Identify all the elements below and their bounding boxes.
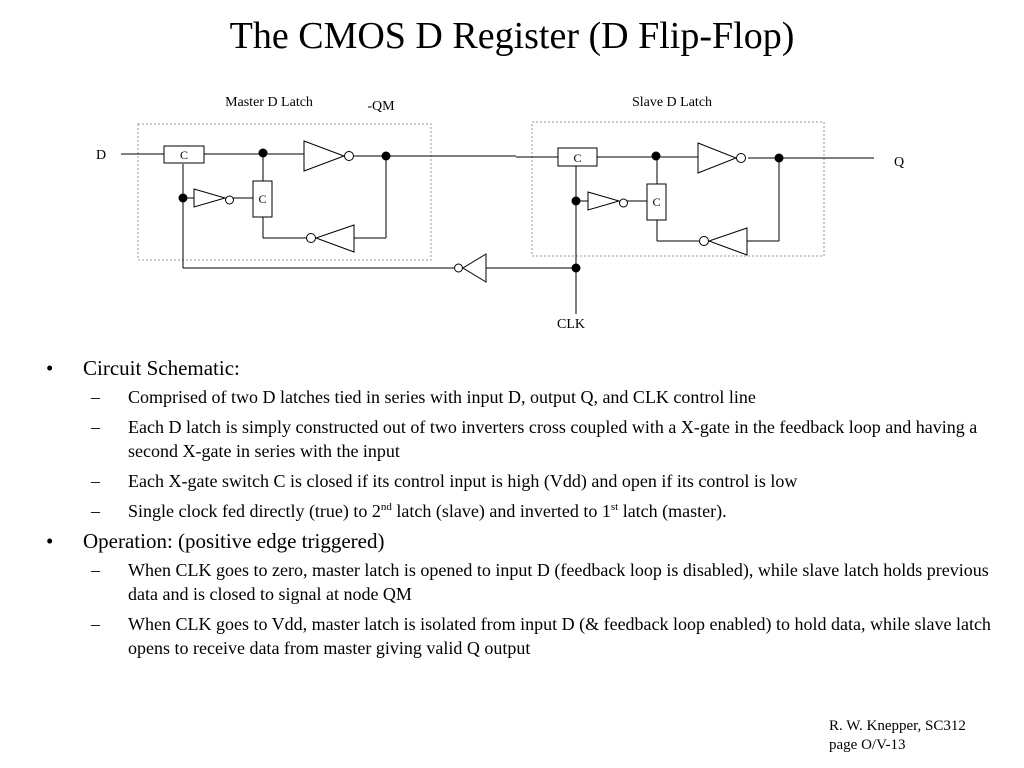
master-latch-box	[137, 123, 432, 261]
slave-clk-inverter	[587, 191, 621, 211]
slave-latch-label: Slave D Latch	[632, 95, 712, 110]
junction-slave-clk	[571, 196, 581, 206]
master-feedback-xgate	[252, 180, 273, 218]
sub-bullet-list: When CLK goes to zero, master latch is o…	[83, 558, 1018, 660]
sub-bullet: Each D latch is simply constructed out o…	[83, 415, 1018, 463]
master-feedback-inverter	[314, 224, 355, 253]
footer-page: page O/V-13	[829, 737, 906, 753]
slave-feedback-xgate	[646, 183, 667, 221]
sub-bullet: When CLK goes to zero, master latch is o…	[83, 558, 1018, 606]
slave-feedback-inverter-bubble	[699, 236, 709, 246]
slave-wires	[575, 156, 874, 314]
bullet-list: Circuit Schematic: Comprised of two D la…	[46, 356, 1018, 666]
flip-flop-schematic: Master D Latch Slave D Latch -QM D Q CLK…	[96, 95, 904, 332]
master-forward-inverter-bubble	[344, 151, 354, 161]
superscript-st: st	[610, 501, 619, 513]
slave-input-xgate	[557, 147, 598, 167]
sub-bullet-text: Each D latch is simply constructed out o…	[128, 417, 978, 461]
junction-qm	[381, 151, 391, 161]
bullet-heading: Operation: (positive edge triggered)	[83, 529, 385, 553]
slave-clk-inverter-bubble	[619, 198, 628, 208]
master-feedback-inverter-bubble	[306, 233, 316, 243]
sub-bullet: Single clock fed directly (true) to 2nd …	[83, 499, 1018, 523]
bullet-heading: Circuit Schematic:	[83, 356, 240, 380]
slave-feedback-xgate-label: C	[652, 195, 660, 209]
junction-master-clk	[178, 193, 188, 203]
junction-clk	[571, 263, 581, 273]
junction-q	[774, 153, 784, 163]
sub-bullet-text: When CLK goes to Vdd, master latch is is…	[128, 614, 991, 658]
slave-feedback-inverter	[707, 227, 748, 256]
sub-bullet-text: latch (master).	[618, 501, 727, 521]
sub-bullet-text: latch (slave) and inverted to 1	[391, 501, 611, 521]
slave-forward-inverter-bubble	[736, 153, 746, 163]
master-input-xgate	[163, 145, 205, 164]
footer: R. W. Knepper, SC312 page O/V-13	[829, 717, 966, 755]
bullet-circuit-schematic: Circuit Schematic: Comprised of two D la…	[46, 356, 1018, 523]
slave-input-xgate-label: C	[573, 151, 581, 165]
footer-author: R. W. Knepper, SC312	[829, 718, 966, 734]
master-input-xgate-label: C	[180, 148, 188, 162]
clock-inverter-bubble	[454, 263, 463, 273]
master-clk-inverter-bubble	[225, 195, 234, 205]
slave-forward-inverter	[697, 142, 738, 174]
superscript-nd: nd	[380, 501, 392, 513]
slide-title: The CMOS D Register (D Flip-Flop)	[229, 15, 795, 57]
sub-bullet-text: Each X-gate switch C is closed if its co…	[128, 471, 798, 491]
sub-bullet: When CLK goes to Vdd, master latch is is…	[83, 612, 1018, 660]
junction-master-mid	[258, 148, 268, 158]
qm-node-label: -QM	[367, 99, 395, 114]
sub-bullet-list: Comprised of two D latches tied in serie…	[83, 385, 1018, 523]
q-output-label: Q	[894, 155, 904, 170]
bullet-operation: Operation: (positive edge triggered) Whe…	[46, 529, 1018, 660]
clk-label: CLK	[557, 317, 585, 332]
junction-slave-mid	[651, 151, 661, 161]
slave-latch-box	[531, 121, 825, 257]
master-wires	[121, 153, 416, 268]
master-clk-inverter	[193, 188, 227, 208]
master-forward-inverter	[303, 140, 346, 172]
master-feedback-xgate-label: C	[258, 192, 266, 206]
clock-inverter	[462, 253, 487, 283]
d-input-label: D	[96, 148, 106, 163]
sub-bullet-text: Comprised of two D latches tied in serie…	[128, 387, 756, 407]
sub-bullet: Each X-gate switch C is closed if its co…	[83, 469, 1018, 493]
sub-bullet-text: When CLK goes to zero, master latch is o…	[128, 560, 989, 604]
sub-bullet: Comprised of two D latches tied in serie…	[83, 385, 1018, 409]
master-latch-label: Master D Latch	[225, 95, 313, 110]
sub-bullet-text: Single clock fed directly (true) to 2	[128, 501, 381, 521]
